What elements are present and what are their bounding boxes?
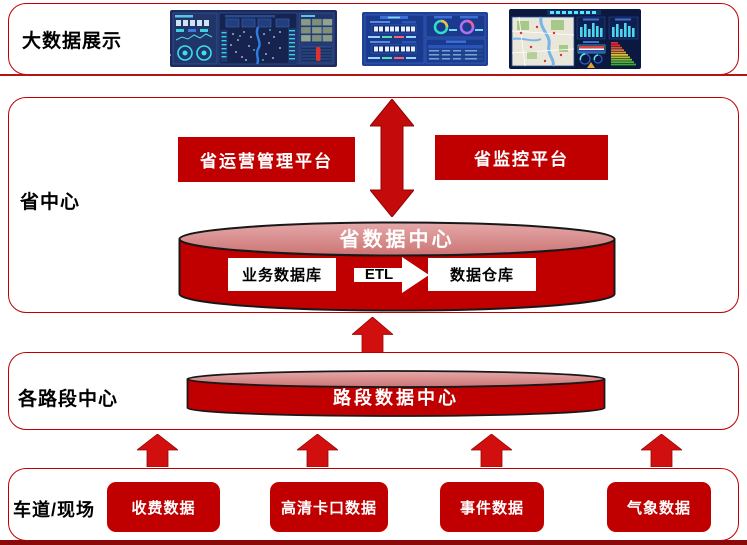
road-data-center-title: 路段数据中心 <box>333 388 459 408</box>
road-network-map-dashboard-thumbnail <box>509 9 641 69</box>
up-arrow-checkpoint-icon <box>297 434 338 467</box>
etl-label: ETL <box>364 266 394 283</box>
hd-checkpoint-data-box: 高清卡口数据 <box>270 482 388 532</box>
section-label-lane-field: 车道/现场 <box>13 500 96 520</box>
up-arrow-event-icon <box>471 434 512 467</box>
weather-data-box: 气象数据 <box>607 482 711 532</box>
section-divider-line <box>0 74 747 76</box>
province-data-center-title: 省数据中心 <box>339 229 455 251</box>
toll-data-box: 收费数据 <box>107 482 220 532</box>
section-label-big-data-display: 大数据展示 <box>22 31 123 52</box>
business-database-box: 业务数据库 <box>228 258 336 291</box>
data-warehouse-box: 数据仓库 <box>428 258 536 291</box>
event-data-box: 事件数据 <box>440 482 544 532</box>
double-headed-vertical-arrow-icon <box>370 99 414 217</box>
section-label-road-centers: 各路段中心 <box>18 389 119 410</box>
up-arrow-weather-icon <box>641 434 682 467</box>
toll-statistics-dashboard-thumbnail <box>362 12 488 66</box>
section-label-province-center: 省中心 <box>20 192 81 213</box>
bottom-border-line <box>0 540 747 545</box>
province-monitoring-platform-box: 省监控平台 <box>435 135 608 180</box>
traffic-monitoring-dashboard-thumbnail <box>170 10 337 67</box>
right-block-arrow-icon <box>354 257 429 293</box>
up-arrow-toll-icon <box>137 434 178 467</box>
etl-arrow: ETL <box>354 256 430 294</box>
province-operation-platform-box: 省运营管理平台 <box>178 137 355 182</box>
up-arrow-road-to-province-icon <box>352 317 393 353</box>
road-data-center-cylinder <box>186 370 606 417</box>
